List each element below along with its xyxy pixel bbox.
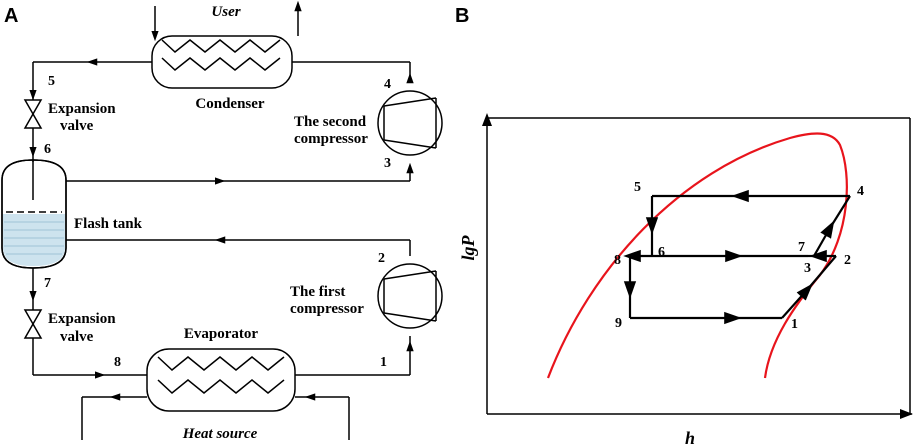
point-4: 4 (857, 184, 864, 199)
second-compressor (377, 90, 443, 156)
expansion-valve-upper-label-2: valve (60, 118, 94, 134)
second-compressor-label-1: The second (294, 114, 367, 130)
point-8: 8 (614, 253, 621, 268)
user-label: User (211, 4, 240, 20)
first-compressor-label-2: compressor (290, 301, 364, 317)
user-connections (151, 0, 302, 42)
point-7: 7 (798, 240, 805, 255)
node-4: 4 (384, 77, 391, 92)
first-compressor-label-1: The first (290, 284, 345, 300)
axis-arrows (482, 113, 913, 419)
point-6: 6 (658, 245, 665, 260)
point-5: 5 (634, 180, 641, 195)
evaporator-label: Evaporator (184, 326, 259, 342)
first-compressor (377, 263, 443, 329)
node-3: 3 (384, 156, 391, 171)
node-2: 2 (378, 251, 385, 266)
expansion-valve-lower-label-2: valve (60, 329, 94, 345)
node-1: 1 (380, 355, 387, 370)
point-3: 3 (804, 261, 811, 276)
plot-frame (486, 117, 912, 415)
node-6: 6 (44, 142, 51, 157)
evaporator (146, 348, 296, 412)
panel-label-a: A (4, 5, 18, 27)
heat-source-connections (81, 393, 350, 440)
expansion-valve-upper (23, 99, 43, 129)
panel-label-b: B (455, 5, 469, 27)
upper-loop-lines (29, 58, 414, 185)
middle-loop-lines (29, 236, 414, 379)
node-5: 5 (48, 74, 55, 89)
heat-source-label: Heat source (182, 426, 258, 442)
point-1: 1 (791, 317, 798, 332)
second-compressor-label-2: compressor (294, 131, 368, 147)
point-2: 2 (844, 253, 851, 268)
expansion-valve-lower-label-1: Expansion (48, 311, 116, 327)
expansion-valve-lower (23, 309, 43, 339)
node-7: 7 (44, 276, 51, 291)
node-8: 8 (114, 355, 121, 370)
flash-tank (1, 159, 67, 269)
cycle-lines (623, 189, 851, 325)
expansion-valve-upper-label-1: Expansion (48, 101, 116, 117)
y-axis-label: lgP (458, 234, 478, 260)
condenser-label: Condenser (195, 96, 265, 112)
flash-tank-label: Flash tank (74, 216, 143, 232)
condenser (151, 35, 293, 89)
point-9: 9 (615, 316, 622, 331)
x-axis-label: h (685, 428, 695, 445)
